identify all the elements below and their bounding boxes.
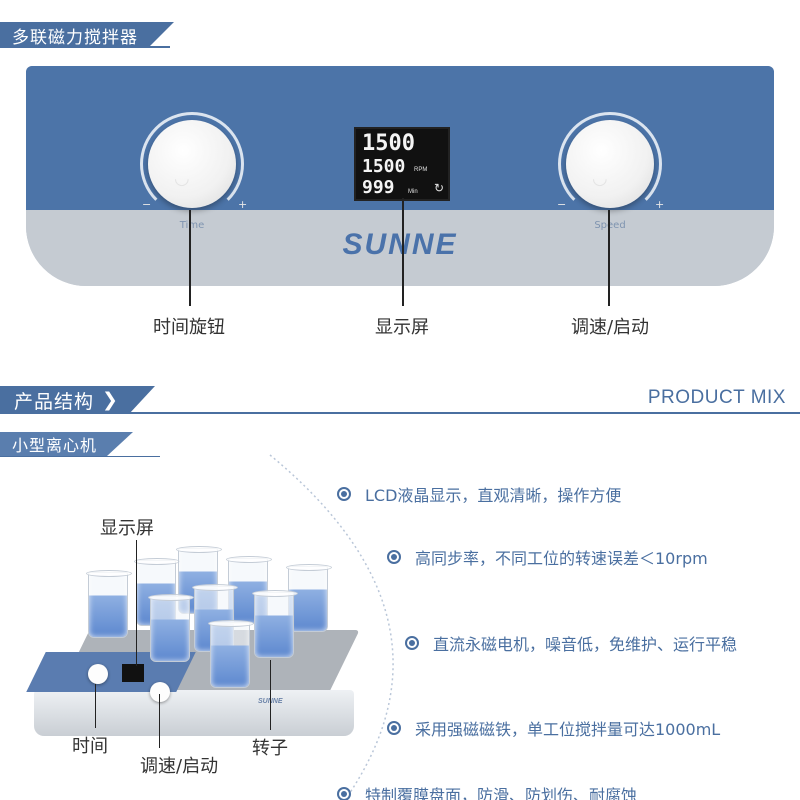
feature-item: 采用强磁磁铁，单工位搅拌量可达1000mL bbox=[387, 716, 720, 740]
lcd-time-unit: Min bbox=[408, 189, 418, 195]
speed-start-callout: 调速/启动 bbox=[570, 317, 650, 338]
subsection-title: 小型离心机 bbox=[0, 432, 108, 456]
lcd-display: 1500 1500 RPM 999 Min ↻ bbox=[354, 127, 450, 201]
header-title: 多联磁力搅拌器 bbox=[0, 22, 148, 48]
knob-pointer-icon: ◡ bbox=[174, 168, 190, 189]
header-underline bbox=[0, 46, 170, 48]
beaker bbox=[286, 564, 332, 632]
speed-plus-sign: + bbox=[655, 198, 665, 211]
time-knob-label: Time bbox=[179, 220, 205, 231]
time-plus-sign: + bbox=[238, 198, 248, 211]
section-tag-tip bbox=[128, 386, 155, 414]
bullet-icon bbox=[337, 787, 351, 800]
chevron-right-icon: ❯ bbox=[102, 389, 119, 411]
time-knob-callout: 时间旋钮 bbox=[153, 317, 225, 338]
device-speed-line bbox=[159, 694, 160, 748]
beaker bbox=[148, 594, 194, 662]
stirrer-illustration: SUNNE bbox=[26, 540, 360, 750]
subsection-tag: 小型离心机 bbox=[0, 432, 134, 456]
feature-text: 采用强磁磁铁，单工位搅拌量可达1000mL bbox=[415, 720, 721, 739]
header-tag-tip bbox=[148, 22, 174, 48]
mini-speed-knob bbox=[150, 682, 170, 702]
stirrer-base bbox=[34, 690, 354, 736]
subsection-tag-tip bbox=[107, 432, 134, 456]
feature-text: 直流永磁电机，噪音低，免维护、运行平稳 bbox=[433, 635, 738, 654]
bullet-icon bbox=[405, 636, 419, 650]
lcd-rpm-unit: RPM bbox=[414, 167, 428, 173]
device-display-callout: 显示屏 bbox=[100, 518, 154, 539]
display-callout-line bbox=[402, 198, 404, 306]
bullet-icon bbox=[337, 487, 351, 501]
section-tag: 产品结构 ❯ bbox=[0, 386, 155, 414]
section-tag-body: 产品结构 ❯ bbox=[0, 386, 129, 414]
beaker bbox=[208, 620, 254, 688]
bullet-icon bbox=[387, 721, 401, 735]
time-knob-ring bbox=[140, 112, 244, 216]
time-knob[interactable]: ◡ bbox=[140, 112, 244, 216]
time-callout-line bbox=[189, 210, 191, 306]
lcd-rpm-value: 1500 bbox=[362, 156, 406, 177]
speed-callout-line bbox=[608, 210, 610, 306]
mini-time-knob bbox=[88, 664, 108, 684]
header-tag: 多联磁力搅拌器 bbox=[0, 22, 174, 48]
time-minus-sign: − bbox=[142, 198, 152, 211]
beaker bbox=[252, 590, 298, 658]
device-rotor-line bbox=[270, 660, 271, 730]
feature-arc bbox=[269, 454, 394, 800]
device-time-callout: 时间 bbox=[72, 736, 108, 757]
speed-knob-label: Speed bbox=[570, 220, 650, 231]
speed-knob[interactable]: ◡ bbox=[558, 112, 662, 216]
speed-knob-cap[interactable]: ◡ bbox=[566, 120, 654, 208]
feature-item: LCD液晶显示，直观清晰，操作方便 bbox=[337, 482, 621, 506]
device-speed-callout: 调速/启动 bbox=[140, 756, 219, 777]
rotate-icon: ↻ bbox=[434, 181, 445, 195]
lcd-time-value: 999 bbox=[362, 177, 395, 198]
display-callout: 显示屏 bbox=[375, 317, 429, 338]
speed-minus-sign: − bbox=[557, 198, 567, 211]
knob-pointer-icon: ◡ bbox=[592, 168, 608, 189]
time-knob-cap[interactable]: ◡ bbox=[148, 120, 236, 208]
brand-logo: SUNNE bbox=[342, 228, 458, 261]
feature-item: 直流永磁电机，噪音低，免维护、运行平稳 bbox=[405, 631, 737, 655]
speed-knob-ring bbox=[558, 112, 662, 216]
feature-item: 特制覆膜盘面，防滑、防划伤、耐腐蚀 bbox=[337, 782, 637, 800]
panel-grey-area bbox=[26, 210, 774, 286]
lcd-set-value: 1500 bbox=[362, 131, 415, 156]
device-rotor-callout: 转子 bbox=[252, 738, 288, 759]
mini-lcd bbox=[122, 664, 144, 682]
device-time-line bbox=[95, 684, 96, 728]
product-mix-label: PRODUCT MIX bbox=[647, 387, 786, 408]
device-display-line bbox=[136, 540, 137, 666]
bullet-icon bbox=[387, 550, 401, 564]
feature-text: LCD液晶显示，直观清晰，操作方便 bbox=[365, 486, 622, 505]
feature-text: 高同步率，不同工位的转速误差＜10rpm bbox=[415, 549, 708, 568]
feature-item: 高同步率，不同工位的转速误差＜10rpm bbox=[387, 545, 708, 569]
beaker bbox=[86, 570, 132, 638]
subsection-underline bbox=[0, 456, 160, 457]
section-title: 产品结构 bbox=[14, 390, 95, 413]
feature-text: 特制覆膜盘面，防滑、防划伤、耐腐蚀 bbox=[365, 786, 638, 800]
section-underline bbox=[0, 412, 800, 414]
